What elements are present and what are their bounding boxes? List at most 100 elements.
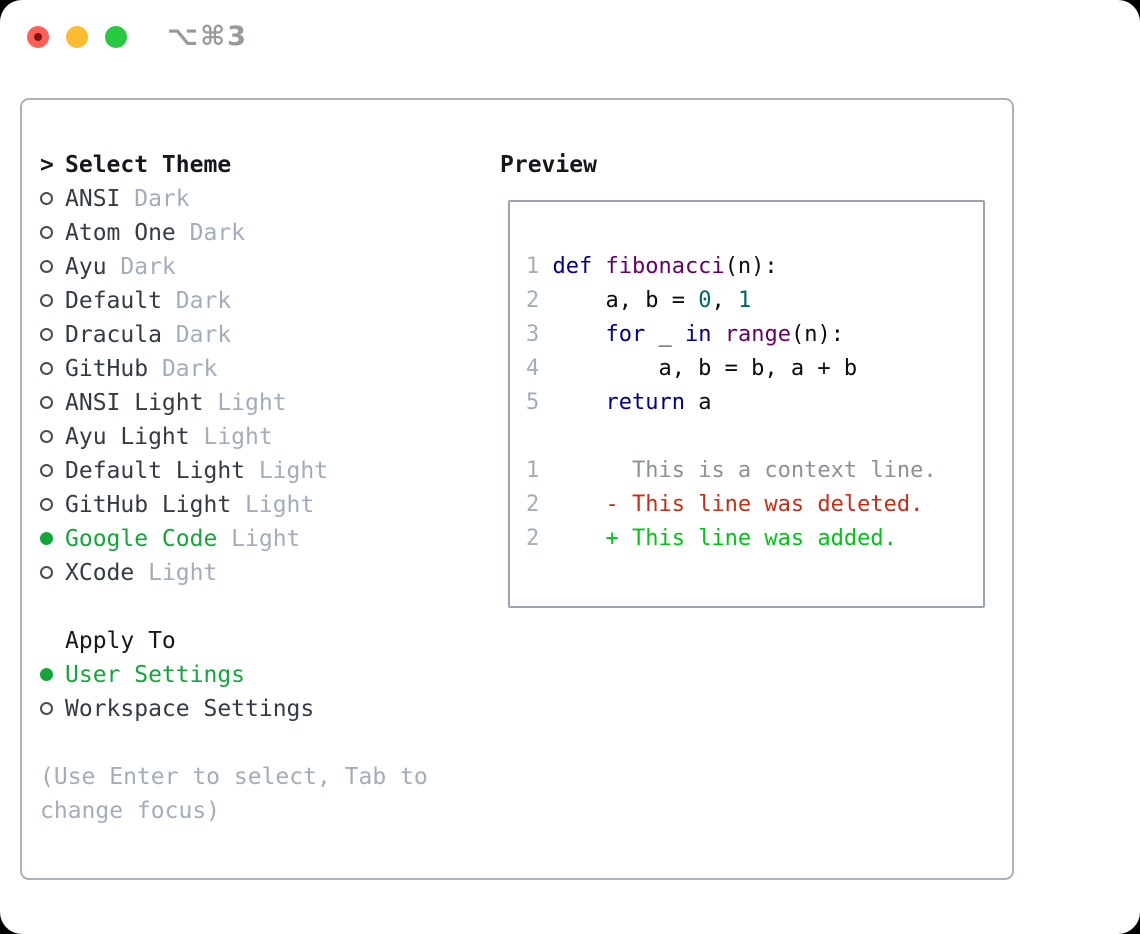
diff-line-number: 2: [526, 492, 540, 517]
theme-option[interactable]: Dracula Dark: [40, 318, 484, 352]
theme-name: Dracula: [65, 322, 162, 348]
diff-line-number: 1: [526, 458, 540, 483]
code-line: 5 return a: [526, 386, 983, 420]
line-number: 3: [526, 322, 540, 347]
diff-marker: [605, 454, 632, 488]
theme-variant: Light: [203, 424, 273, 450]
preview-title: Preview: [500, 152, 597, 178]
theme-option[interactable]: XCode Light: [40, 556, 484, 590]
theme-name: GitHub: [65, 356, 149, 382]
theme-option[interactable]: GitHub Light Light: [40, 488, 484, 522]
line-number: 2: [526, 288, 540, 313]
theme-variant: Light: [217, 390, 287, 416]
theme-name: XCode: [65, 560, 135, 586]
diff-marker: -: [605, 492, 632, 517]
apply-to-title: Apply To: [65, 628, 176, 654]
diff-text: This is a context line.: [631, 458, 937, 483]
code-line: 3 for _ in range(n):: [526, 318, 983, 352]
theme-variant: Dark: [134, 186, 190, 212]
spacer: [40, 726, 484, 760]
apply-to-header: Apply To: [40, 624, 484, 658]
theme-name: Default Light: [65, 458, 246, 484]
radio-indicator-icon: [40, 294, 53, 307]
code-line: 4 a, b = b, a + b: [526, 352, 983, 386]
radio-indicator-icon: [40, 532, 53, 545]
code-text: a, b = 0, 1: [552, 288, 752, 313]
preview-diff-block: 1 This is a context line. 2 - This line w…: [526, 454, 983, 556]
apply-to-option[interactable]: User Settings: [40, 658, 484, 692]
theme-variant: Dark: [161, 356, 218, 382]
line-number: 4: [526, 356, 540, 381]
theme-option[interactable]: Default Dark: [40, 284, 484, 318]
minimize-button-icon[interactable]: [66, 26, 88, 48]
theme-option[interactable]: Atom One Dark: [40, 216, 484, 250]
theme-name: Ayu: [65, 254, 107, 280]
code-text: return a: [605, 390, 712, 415]
theme-variant: Light: [231, 526, 301, 552]
theme-variant: Dark: [120, 254, 176, 280]
diff-line: 2 - This line was deleted.: [526, 488, 983, 522]
theme-option[interactable]: Default Light Light: [40, 454, 484, 488]
apply-to-list: User Settings Workspace Settings: [40, 658, 484, 726]
theme-option[interactable]: Ayu Dark: [40, 250, 484, 284]
diff-line-number: 2: [526, 526, 540, 551]
theme-option[interactable]: Ayu Light Light: [40, 420, 484, 454]
radio-indicator-icon: [40, 226, 53, 239]
theme-name: Atom One: [65, 220, 176, 246]
prompt-marker-icon: >: [40, 152, 54, 178]
diff-text: This line was deleted.: [631, 492, 924, 517]
diff-text: This line was added.: [631, 526, 897, 551]
theme-variant: Light: [258, 458, 329, 484]
preview-pane: 1 def fibonacci(n): 2 a, b = 0, 1 3 for _…: [508, 200, 985, 608]
theme-name: Default: [65, 288, 162, 314]
apply-to-option[interactable]: Workspace Settings: [40, 692, 484, 726]
theme-option[interactable]: ANSI Light Light: [40, 386, 484, 420]
code-text: for _ in range(n):: [605, 322, 844, 347]
diff-line: 2 + This line was added.: [526, 522, 983, 556]
radio-indicator-icon: [40, 566, 53, 579]
line-number: 1: [526, 254, 540, 279]
theme-option[interactable]: GitHub Dark: [40, 352, 484, 386]
radio-indicator-icon: [40, 464, 53, 477]
line-number: 5: [526, 390, 540, 415]
diff-marker: +: [605, 526, 632, 551]
spacer: [526, 420, 983, 454]
theme-name: GitHub Light: [65, 492, 232, 518]
radio-indicator-icon: [40, 328, 53, 341]
radio-indicator-icon: [40, 396, 53, 409]
radio-indicator-icon: [40, 362, 53, 375]
code-line: 1 def fibonacci(n):: [526, 250, 983, 284]
theme-variant: Light: [148, 560, 218, 586]
theme-variant: Light: [245, 492, 315, 518]
theme-variant: Dark: [189, 220, 246, 246]
code-line: 2 a, b = 0, 1: [526, 284, 983, 318]
apply-to-indent: [40, 624, 65, 658]
theme-name: ANSI Light: [65, 390, 204, 416]
theme-name: Ayu Light: [65, 424, 190, 450]
radio-indicator-icon: [40, 192, 53, 205]
zoom-button-icon[interactable]: [105, 26, 127, 48]
radio-indicator-icon: [40, 702, 53, 715]
apply-to-option-label: Workspace Settings: [65, 696, 315, 722]
apply-to-option-label: User Settings: [65, 662, 246, 688]
theme-variant: Dark: [175, 288, 232, 314]
close-button-icon[interactable]: [27, 26, 49, 48]
radio-indicator-icon: [40, 498, 53, 511]
theme-name: Google Code: [65, 526, 218, 552]
window-shortcut-label: ⌥⌘3: [167, 21, 248, 52]
radio-indicator-icon: [40, 668, 53, 681]
code-text: a, b = b, a + b: [552, 356, 858, 381]
diff-line: 1 This is a context line.: [526, 454, 983, 488]
select-theme-title: Select Theme: [65, 152, 232, 178]
theme-variant: Dark: [175, 322, 232, 348]
code-text: def fibonacci(n):: [552, 254, 778, 279]
theme-name: ANSI: [65, 186, 121, 212]
theme-option[interactable]: ANSI Dark: [40, 182, 484, 216]
spacer: [40, 590, 484, 624]
theme-option[interactable]: Google Code Light: [40, 522, 484, 556]
radio-indicator-icon: [40, 430, 53, 443]
